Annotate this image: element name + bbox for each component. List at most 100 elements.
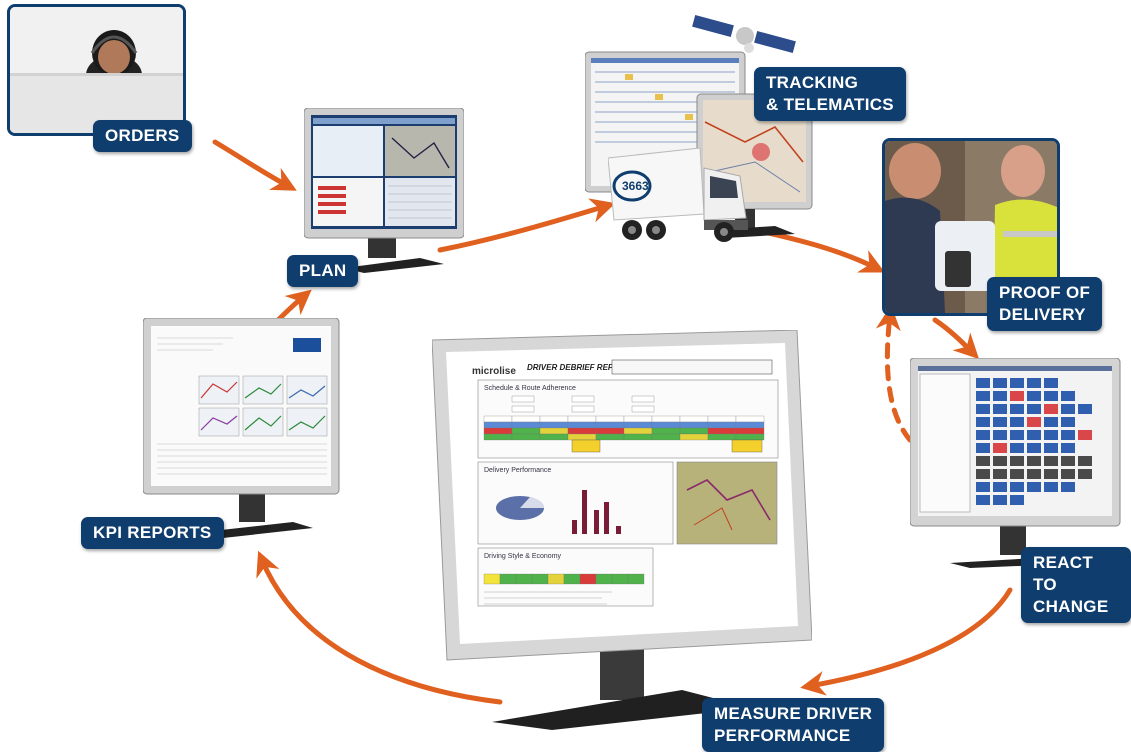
grid-cell bbox=[976, 391, 990, 401]
section-delivery: Delivery Performance bbox=[484, 467, 551, 474]
schedule-cell bbox=[651, 415, 681, 423]
driving-cell bbox=[499, 573, 517, 585]
grid-cell bbox=[1044, 482, 1058, 492]
grid-cell bbox=[993, 469, 1007, 479]
schedule-cell bbox=[511, 427, 541, 435]
grid-cell bbox=[976, 378, 990, 388]
arrow-react-to-measure bbox=[800, 587, 1013, 696]
grid-cell bbox=[1010, 456, 1024, 466]
driving-cell bbox=[563, 573, 581, 585]
schedule-cell bbox=[651, 433, 681, 441]
schedule-cell bbox=[511, 433, 541, 441]
schedule-cell bbox=[567, 427, 597, 435]
schedule-cell bbox=[483, 427, 513, 435]
schedule-cell bbox=[511, 421, 541, 429]
grid-cell bbox=[1044, 378, 1058, 388]
grid-cell bbox=[1027, 456, 1041, 466]
arrow-pod-to-react bbox=[932, 317, 980, 360]
schedule-cell bbox=[539, 427, 569, 435]
grid-cell bbox=[1044, 456, 1058, 466]
grid-cell bbox=[1027, 482, 1041, 492]
grid-cell bbox=[976, 404, 990, 414]
grid-cell bbox=[1078, 404, 1092, 414]
driving-cell bbox=[595, 573, 613, 585]
schedule-cell bbox=[623, 433, 653, 441]
report-title: DRIVER DEBRIEF REPORT bbox=[527, 363, 631, 372]
schedule-cell bbox=[595, 415, 625, 423]
schedule-cell bbox=[679, 415, 709, 423]
driver-debrief-monitor: microlise DRIVER DEBRIEF REPORT Schedule… bbox=[431, 329, 813, 730]
schedule-cell bbox=[511, 415, 541, 423]
grid-cell bbox=[993, 404, 1007, 414]
grid-cell bbox=[976, 430, 990, 440]
schedule-cell bbox=[595, 421, 625, 429]
stage-label-measure-driver-performance: MEASURE DRIVER PERFORMANCE bbox=[702, 698, 885, 752]
grid-cell bbox=[993, 482, 1007, 492]
grid-cell bbox=[1061, 404, 1075, 414]
schedule-cell bbox=[595, 427, 625, 435]
driving-cell bbox=[483, 573, 501, 585]
schedule-cell bbox=[735, 415, 765, 423]
schedule-cell bbox=[707, 427, 737, 435]
grid-cell bbox=[1027, 417, 1041, 427]
grid-cell bbox=[1027, 443, 1041, 453]
stage-label-kpi-reports: KPI REPORTS bbox=[81, 517, 224, 549]
grid-cell bbox=[1027, 430, 1041, 440]
grid-cell bbox=[1027, 391, 1041, 401]
schedule-cell bbox=[539, 433, 569, 441]
grid-cell bbox=[993, 443, 1007, 453]
schedule-cell bbox=[651, 427, 681, 435]
schedule-grid bbox=[976, 378, 1092, 505]
grid-cell bbox=[1010, 404, 1024, 414]
schedule-cell bbox=[567, 415, 597, 423]
grid-cell bbox=[1044, 391, 1058, 401]
stage-label-plan: PLAN bbox=[287, 255, 359, 287]
schedule-cell bbox=[735, 427, 765, 435]
stage-label-proof-of-delivery: PROOF OF DELIVERY bbox=[987, 277, 1103, 331]
grid-cell bbox=[1027, 469, 1041, 479]
react-monitor bbox=[909, 357, 1122, 568]
kpi-monitor bbox=[142, 317, 343, 538]
grid-cell bbox=[1044, 404, 1058, 414]
plan-monitor bbox=[303, 107, 465, 273]
schedule-cell bbox=[679, 427, 709, 435]
arrow-measure-to-kpi bbox=[256, 550, 503, 705]
driving-cell bbox=[515, 573, 533, 585]
grid-cell bbox=[1010, 443, 1024, 453]
grid-cell bbox=[976, 469, 990, 479]
grid-cell bbox=[1078, 456, 1092, 466]
schedule-cell bbox=[735, 433, 765, 441]
schedule-cell bbox=[623, 421, 653, 429]
grid-cell bbox=[993, 495, 1007, 505]
schedule-cell bbox=[539, 415, 569, 423]
grid-cell bbox=[1061, 456, 1075, 466]
schedule-cell bbox=[483, 433, 513, 441]
grid-cell bbox=[1061, 469, 1075, 479]
grid-cell bbox=[993, 417, 1007, 427]
truck-number: 3663 bbox=[622, 179, 649, 193]
grid-cell bbox=[1027, 404, 1041, 414]
grid-cell bbox=[1010, 469, 1024, 479]
schedule-cell bbox=[623, 427, 653, 435]
grid-cell bbox=[993, 430, 1007, 440]
schedule-cell bbox=[679, 433, 709, 441]
grid-cell bbox=[976, 495, 990, 505]
schedule-cell bbox=[707, 421, 737, 429]
grid-cell bbox=[993, 391, 1007, 401]
grid-cell bbox=[1010, 430, 1024, 440]
driving-cell bbox=[579, 573, 597, 585]
grid-cell bbox=[976, 456, 990, 466]
grid-cell bbox=[993, 378, 1007, 388]
schedule-cell bbox=[735, 421, 765, 429]
schedule-cell bbox=[483, 421, 513, 429]
orders-photo bbox=[7, 4, 186, 136]
grid-cell bbox=[976, 417, 990, 427]
arrow-plan-to-tracking bbox=[437, 198, 616, 253]
schedule-cell bbox=[567, 433, 597, 441]
grid-cell bbox=[976, 482, 990, 492]
grid-cell bbox=[1078, 430, 1092, 440]
grid-cell bbox=[1044, 469, 1058, 479]
schedule-cell bbox=[707, 433, 737, 441]
grid-cell bbox=[1044, 443, 1058, 453]
driving-cell bbox=[627, 573, 645, 585]
